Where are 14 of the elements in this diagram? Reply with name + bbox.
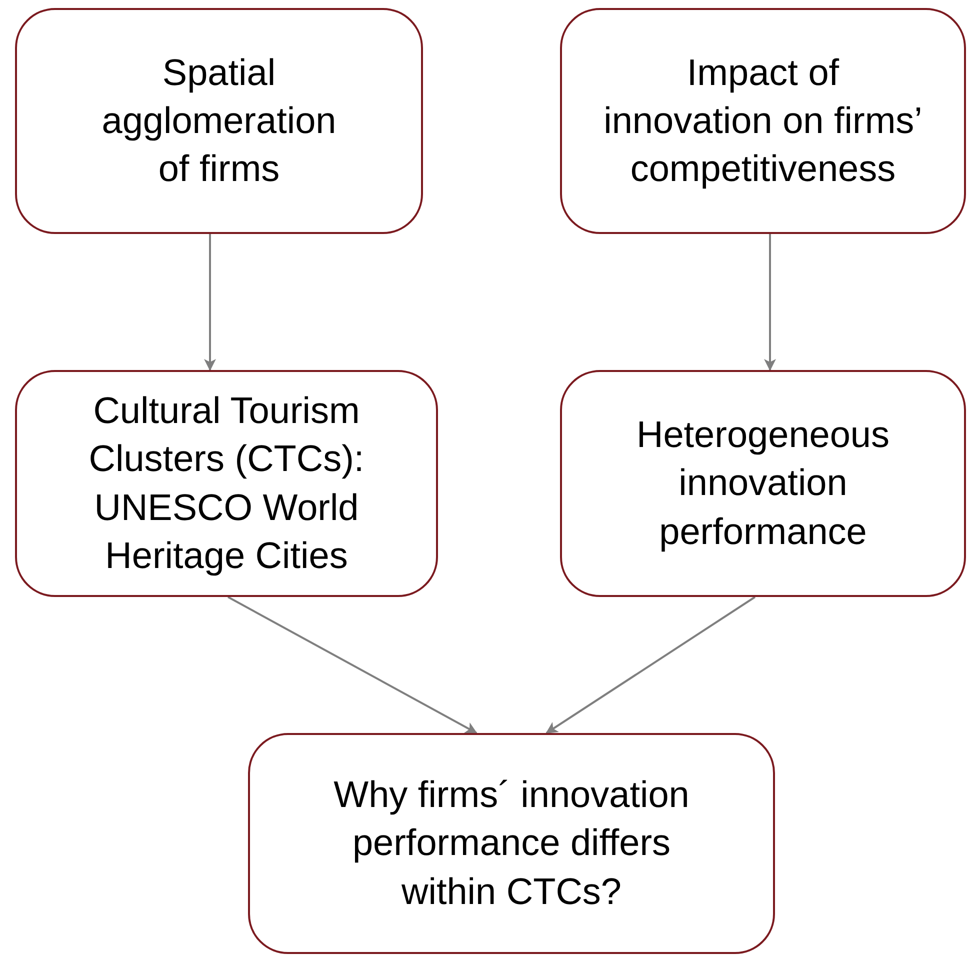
arrow bbox=[228, 596, 478, 734]
box-text: Spatial agglomeration of firms bbox=[100, 50, 338, 192]
process-box bbox=[15, 370, 438, 597]
box-text: Cultural Tourism Clusters (CTCs): UNESCO World Heritage Cities bbox=[88, 389, 366, 578]
process-box bbox=[560, 8, 966, 234]
process-box bbox=[560, 370, 966, 597]
arrow bbox=[204, 234, 216, 371]
arrow bbox=[764, 234, 776, 371]
box-text: Why firms´ innovation performance differs within CTCs? bbox=[332, 773, 690, 914]
arrow bbox=[546, 596, 756, 734]
process-box bbox=[248, 733, 775, 954]
box-text: Impact of innovation on firms’ competitiveness bbox=[602, 50, 924, 192]
box-text: Heterogeneous innovation performance bbox=[635, 413, 891, 554]
process-box bbox=[15, 8, 423, 234]
